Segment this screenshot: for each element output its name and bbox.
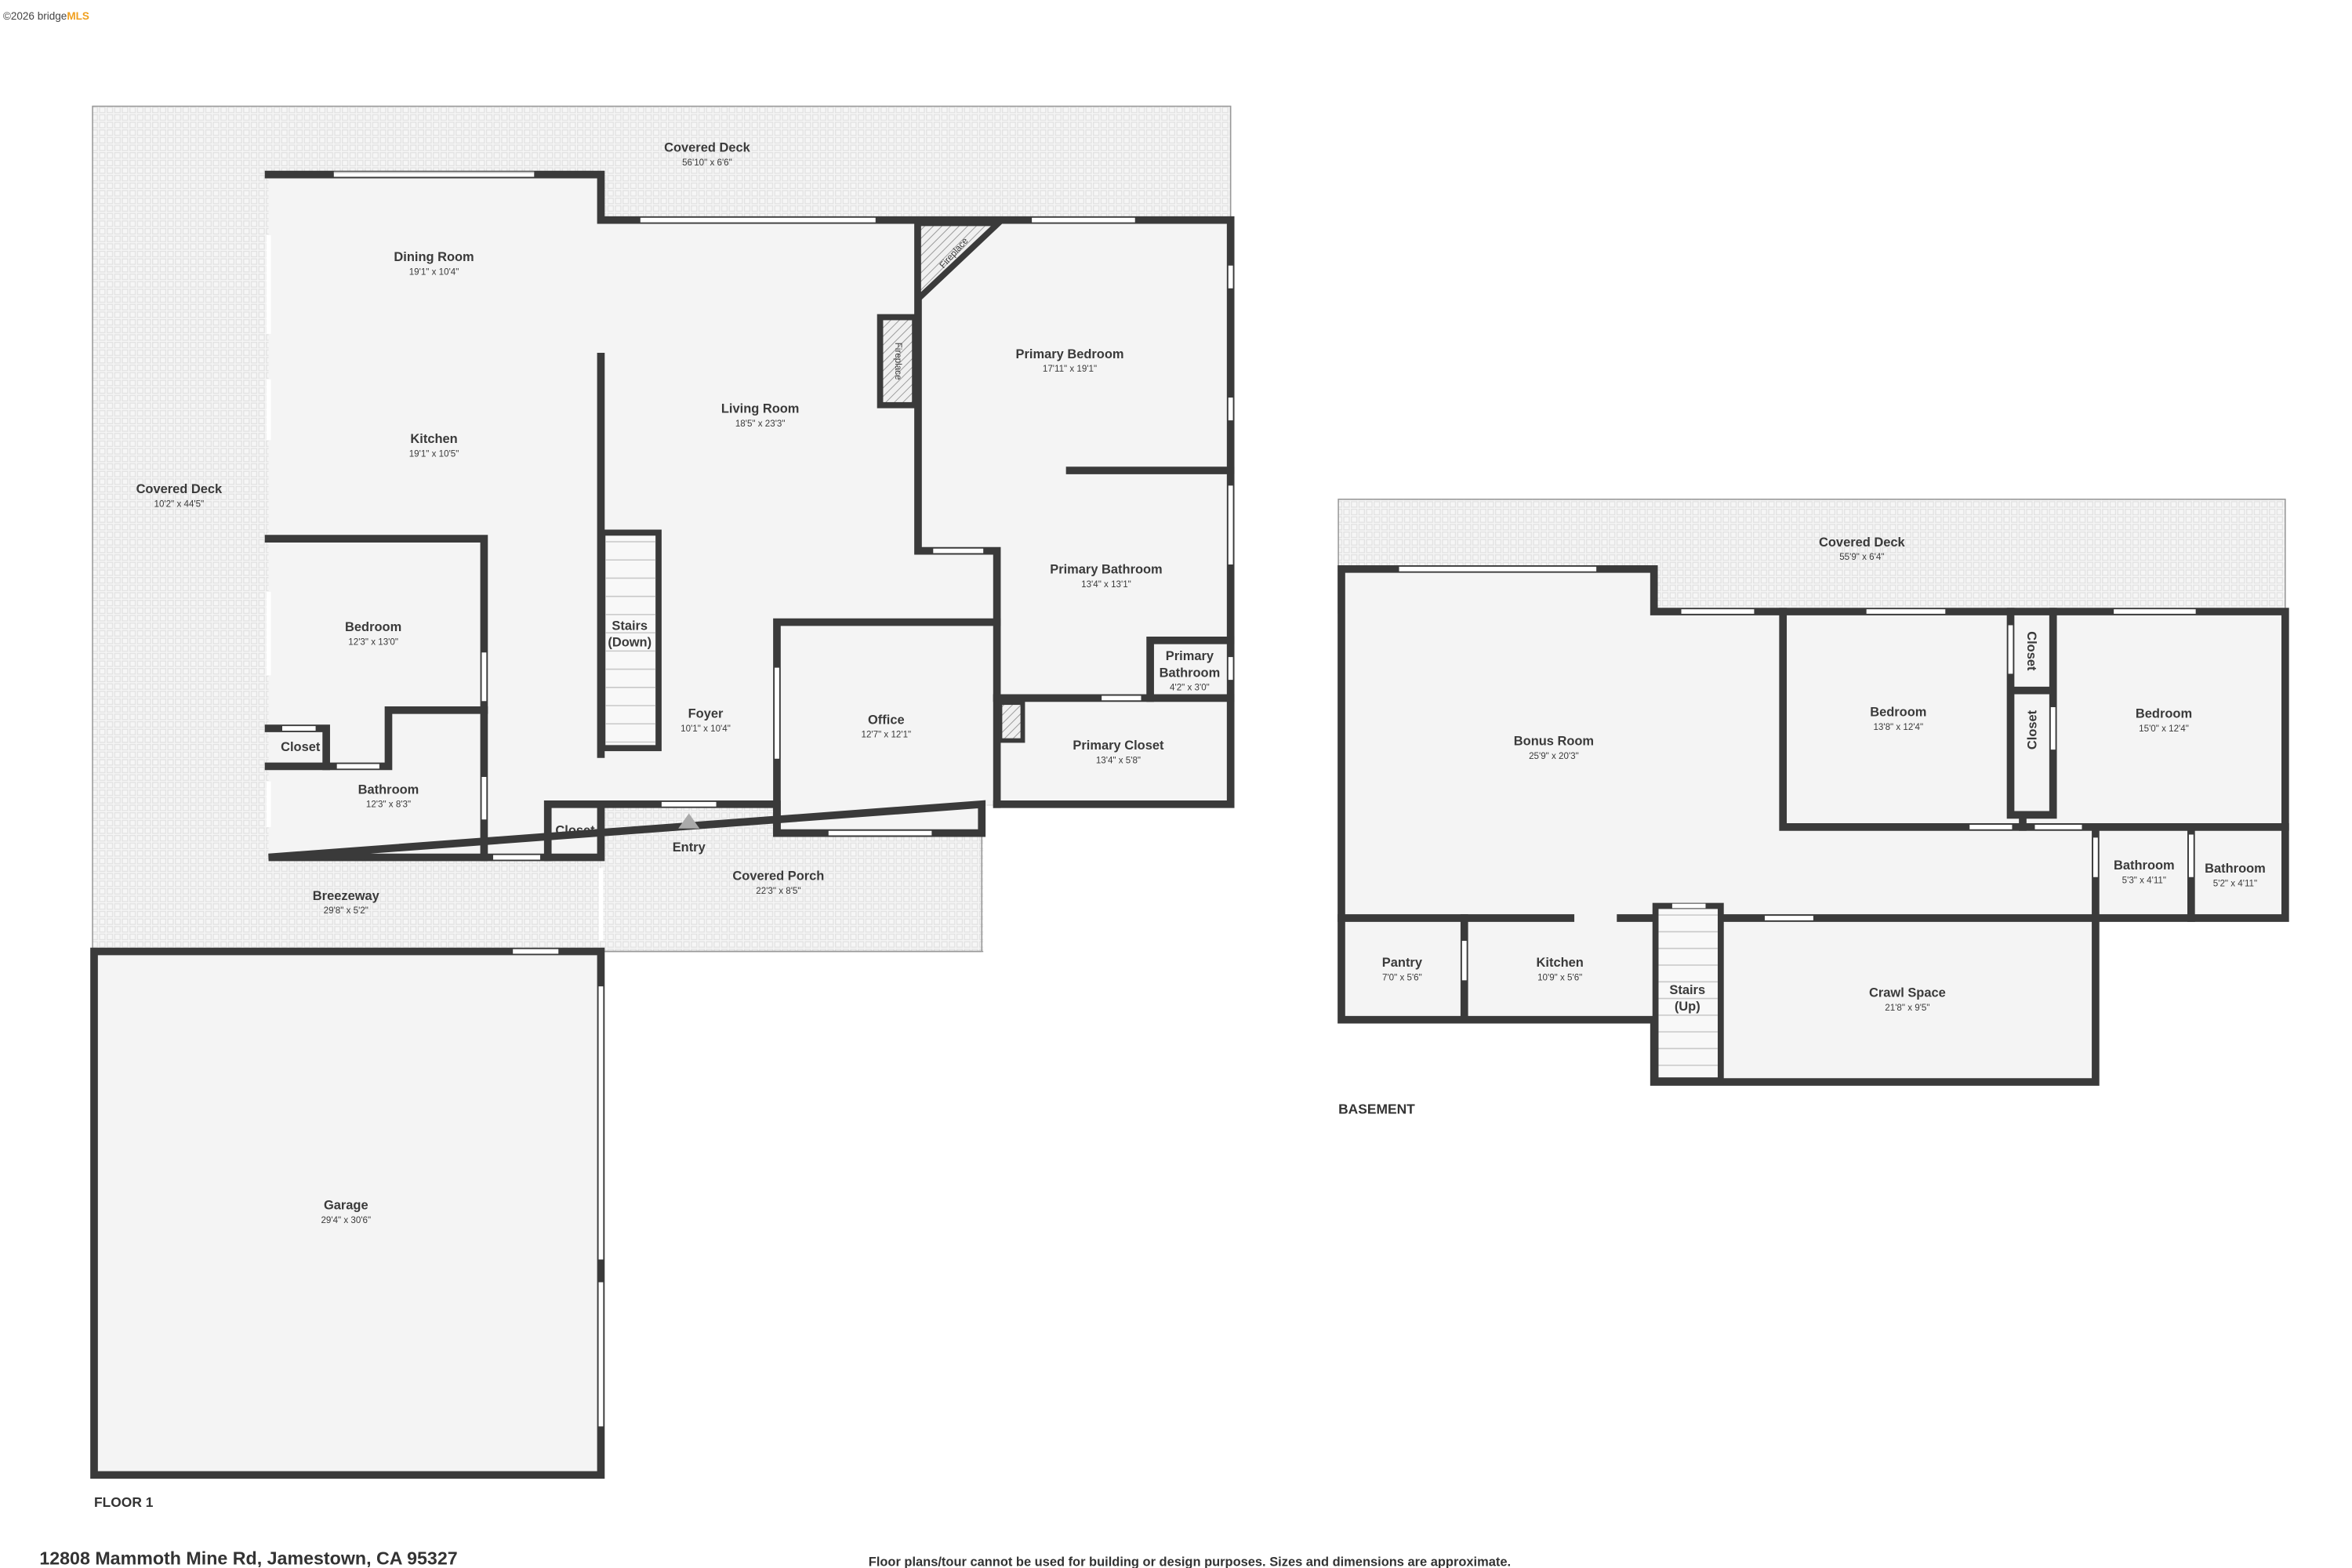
crawl-space-label: Crawl Space: [1869, 986, 1946, 1000]
floor-1-interior: [268, 174, 1231, 858]
breezeway-label: Breezeway: [313, 889, 380, 903]
primary-bedroom-dimensions: 17'11" x 19'1": [1043, 364, 1097, 374]
garage-dimensions: 29'4" x 30'6": [321, 1215, 371, 1225]
bedroom-dimensions: 15'0" x 12'4": [2139, 724, 2189, 734]
bridge-mls-logo: ©2026 bridgeMLS: [3, 10, 89, 22]
stairs-up: [1652, 902, 1724, 1083]
closet-label: Closet: [281, 740, 321, 754]
living-room-label: Living Room: [721, 401, 800, 416]
property-address: 12808 Mammoth Mine Rd, Jamestown, CA 953…: [39, 1548, 457, 1568]
covered-deck-dimensions: 10'2" x 44'5": [154, 499, 205, 509]
kitchen-dimensions: 10'9" x 5'6": [1537, 972, 1582, 982]
dining-room-dimensions: 19'1" x 10'4": [409, 267, 459, 277]
windows: [266, 171, 1233, 1427]
living-room-dimensions: 18'5" x 23'3": [735, 419, 786, 429]
bedroom-dimensions: 12'3" x 13'0": [348, 637, 398, 648]
disclaimer: Floor plans/tour cannot be used for buil…: [869, 1555, 1511, 1568]
breezeway-dimensions: 29'8" x 5'2": [324, 906, 368, 916]
chimney: [997, 700, 1025, 743]
pantry-dimensions: 7'0" x 5'6": [1382, 972, 1422, 982]
stairs-down: [599, 529, 662, 752]
kitchen-dimensions: 19'1" x 10'5": [409, 449, 459, 459]
bedroom-label: Bedroom: [1870, 706, 1926, 720]
bedroom-label: Bedroom: [345, 620, 401, 634]
primary-bathroom-label: Primary Bathroom: [1050, 563, 1162, 577]
stairs-label: (Down): [608, 636, 652, 650]
fireplace-label: Fireplace: [893, 343, 903, 380]
covered-deck-dimensions: 55'9" x 6'4": [1839, 552, 1884, 562]
kitchen-label: Kitchen: [1537, 956, 1584, 970]
primary-closet-label: Primary Closet: [1073, 739, 1164, 753]
dining-room-label: Dining Room: [394, 250, 474, 264]
stairs-label: Stairs: [612, 619, 648, 633]
foyer-label: Foyer: [688, 707, 724, 721]
primary-bedroom-label: Primary Bedroom: [1016, 347, 1124, 361]
bathroom-dimensions: 5'3" x 4'11": [2122, 875, 2166, 885]
garage-area: [94, 951, 601, 1475]
garage-label: Garage: [324, 1199, 368, 1213]
pantry-label: Pantry: [1382, 956, 1423, 970]
bonus-room-dimensions: 25'9" x 20'3": [1529, 751, 1579, 761]
closet-label: Closet: [2025, 710, 2039, 750]
primary-bathroom-small-label: Bathroom: [1160, 666, 1221, 680]
floor-1-label: FLOOR 1: [94, 1494, 154, 1510]
bathroom-dimensions: 12'3" x 8'3": [366, 800, 411, 810]
covered-deck-dimensions: 56'10" x 6'6": [682, 158, 732, 168]
floor-1-plan: Covered Deck 56'10" x 6'6" Dining Room 19'1…: [90, 91, 1263, 1510]
stairs-label: Stairs: [1669, 983, 1705, 997]
covered-porch-dimensions: 22'3" x 8'5": [756, 886, 800, 896]
basement-windows: [1399, 566, 2196, 981]
stairs-label: (Up): [1675, 1000, 1700, 1014]
basement-label: BASEMENT: [1338, 1102, 1415, 1117]
foyer-dimensions: 10'1" x 10'4": [681, 724, 731, 734]
entry-label: Entry: [673, 840, 706, 855]
bathroom-label: Bathroom: [2205, 862, 2266, 876]
crawl-space-dimensions: 21'8" x 9'5": [1885, 1003, 1929, 1013]
closet-label: Closet: [555, 824, 595, 838]
kitchen-label: Kitchen: [410, 432, 457, 446]
bonus-room-label: Bonus Room: [1514, 734, 1594, 748]
primary-closet-dimensions: 13'4" x 5'8": [1096, 756, 1141, 766]
covered-deck-label: Covered Deck: [1819, 535, 1905, 550]
covered-deck-label: Covered Deck: [664, 141, 750, 155]
office-dimensions: 12'7" x 12'1": [861, 730, 911, 740]
closet-label: Closet: [2024, 631, 2038, 671]
bedroom-label: Bedroom: [2136, 707, 2192, 721]
bathroom-dimensions: 5'2" x 4'11": [2213, 878, 2257, 888]
basement-plan: Covered Deck 55'9" x 6'4" Bonus Room 25'9" …: [1338, 499, 2289, 1117]
bedroom-dimensions: 13'8" x 12'4": [1873, 722, 1923, 732]
fireplace-wall: [877, 314, 918, 408]
svg-text:©2026 bridgeMLS: ©2026 bridgeMLS: [3, 10, 89, 22]
bathroom-label: Bathroom: [358, 782, 419, 797]
entry-arrow-icon: [678, 813, 700, 829]
covered-deck-label: Covered Deck: [136, 482, 223, 496]
fireplace-corner: [915, 220, 1007, 307]
office-label: Office: [868, 713, 905, 727]
bathroom-label: Bathroom: [2114, 858, 2175, 873]
covered-porch-label: Covered Porch: [732, 869, 824, 884]
primary-bathroom-small-label: Primary: [1166, 649, 1214, 663]
primary-bathroom-small-dims: 4'2" x 3'0": [1170, 683, 1210, 693]
primary-bathroom-dimensions: 13'4" x 13'1": [1081, 579, 1131, 590]
